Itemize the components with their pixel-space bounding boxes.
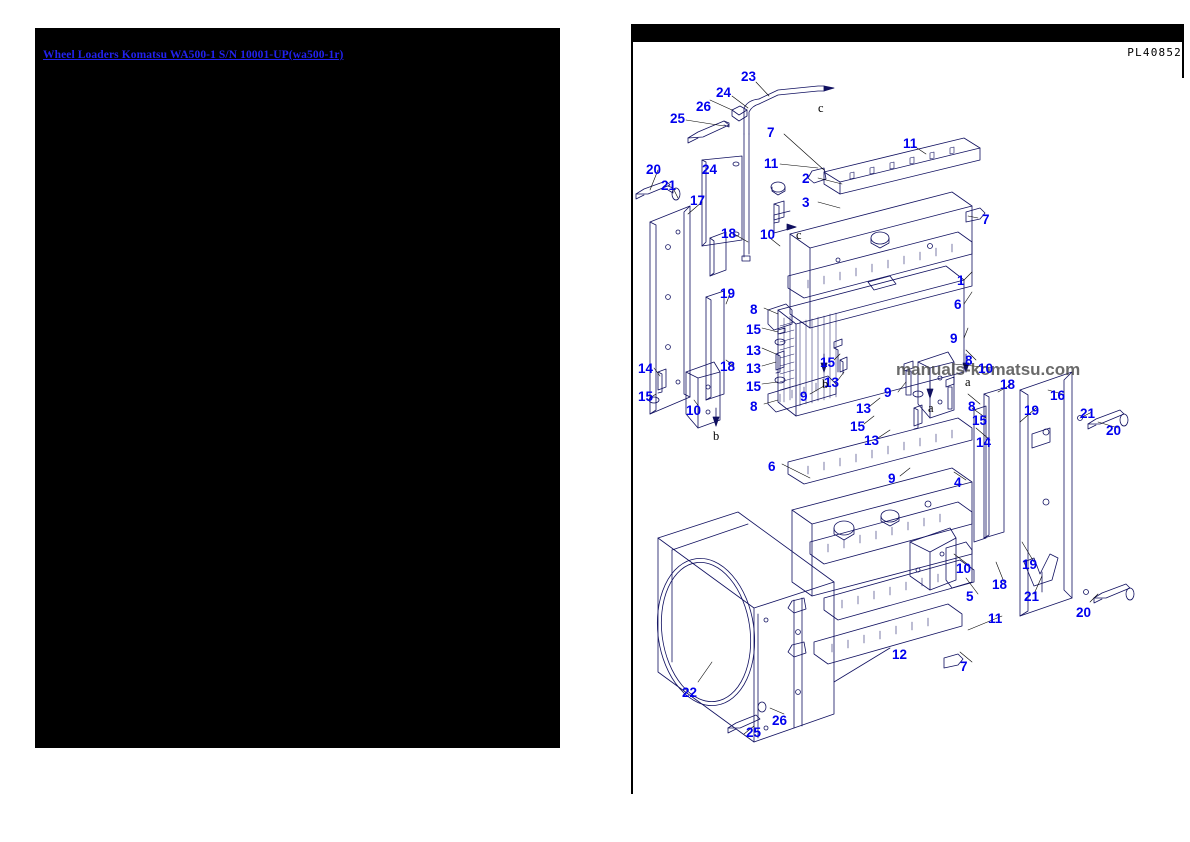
- diagram-left-border: [631, 24, 633, 794]
- callout-number: 22: [682, 685, 698, 700]
- callout-number: 6: [954, 297, 962, 312]
- callout-number: 7: [982, 212, 990, 227]
- callout-number: 3: [802, 195, 810, 210]
- callout-number: 15: [850, 419, 866, 434]
- callout-number: 20: [1076, 605, 1092, 620]
- callout-number: 13: [824, 375, 840, 390]
- callout-number: 5: [966, 589, 974, 604]
- section-marker: b: [822, 377, 829, 391]
- callout-number: 16: [1050, 388, 1066, 403]
- callout-number: 18: [1000, 377, 1016, 392]
- callout-number: 11: [903, 136, 918, 151]
- callout-number: 14: [638, 361, 654, 376]
- callout-number: 11: [764, 156, 779, 171]
- callout-number: 11: [988, 611, 1003, 626]
- callout-number: 10: [760, 227, 776, 242]
- callout-number: 10: [956, 561, 972, 576]
- callout-number: 9: [888, 471, 896, 486]
- callout-number: 18: [992, 577, 1008, 592]
- callout-number: 20: [1106, 423, 1122, 438]
- callout-number: 1: [957, 273, 965, 288]
- site-watermark: manuals-komatsu.com: [896, 360, 1081, 379]
- callout-number: 17: [690, 193, 706, 208]
- parts-diagram-panel: PL40852: [628, 24, 1184, 794]
- part-number-label: PL40852: [1127, 46, 1182, 59]
- callout-number: 2: [802, 171, 810, 186]
- section-marker: b: [713, 429, 720, 443]
- callout-number: 19: [1024, 403, 1040, 418]
- callout-number: 18: [721, 226, 737, 241]
- callout-number: 15: [820, 355, 836, 370]
- callout-number: 10: [978, 361, 994, 376]
- callout-number: 26: [696, 99, 712, 114]
- callout-number: 23: [741, 69, 757, 84]
- document-title-link[interactable]: Wheel Loaders Komatsu WA500-1 S/N 10001-…: [43, 49, 344, 61]
- section-marker: c: [818, 101, 824, 115]
- diagram-header-bar: [632, 24, 1184, 42]
- callout-number: 24: [702, 162, 718, 177]
- section-marker: c: [796, 228, 802, 242]
- callout-number: 9: [884, 385, 892, 400]
- callout-number: 21: [661, 178, 677, 193]
- callout-number: 7: [960, 659, 968, 674]
- callout-number: 18: [720, 359, 736, 374]
- callout-number: 25: [746, 725, 762, 740]
- section-marker: a: [928, 401, 934, 415]
- callout-number: 7: [767, 125, 775, 140]
- callout-number: 19: [1022, 557, 1038, 572]
- callout-number: 13: [746, 361, 762, 376]
- callout-number: 9: [950, 331, 958, 346]
- callout-number: 21: [1024, 589, 1040, 604]
- callout-number: 6: [768, 459, 776, 474]
- callout-number: 8: [750, 302, 758, 317]
- callout-number: 15: [638, 389, 654, 404]
- callout-number: 15: [746, 322, 762, 337]
- callout-number: 13: [856, 401, 872, 416]
- callout-number: 13: [746, 343, 762, 358]
- callout-number: 21: [1080, 406, 1096, 421]
- callout-number: 10: [686, 403, 702, 418]
- callout-number: 26: [772, 713, 788, 728]
- diagram-right-border: [1182, 42, 1184, 78]
- content-panel-black: Wheel Loaders Komatsu WA500-1 S/N 10001-…: [35, 28, 560, 748]
- callout-number: 20: [646, 162, 662, 177]
- callout-number: 15: [972, 413, 988, 428]
- callout-number: 12: [892, 647, 908, 662]
- callout-number: 8: [968, 399, 976, 414]
- exploded-parts-drawing: [628, 42, 1184, 794]
- callout-number: 8: [965, 353, 973, 368]
- callout-number: 24: [716, 85, 732, 100]
- callout-number: 15: [746, 379, 762, 394]
- callout-number: 9: [800, 389, 808, 404]
- callout-number: 8: [750, 399, 758, 414]
- callout-number: 19: [720, 286, 736, 301]
- callout-number: 14: [976, 435, 992, 450]
- callout-number: 4: [954, 475, 962, 490]
- callout-number: 13: [864, 433, 880, 448]
- section-marker: a: [965, 375, 971, 389]
- callout-number: 25: [670, 111, 686, 126]
